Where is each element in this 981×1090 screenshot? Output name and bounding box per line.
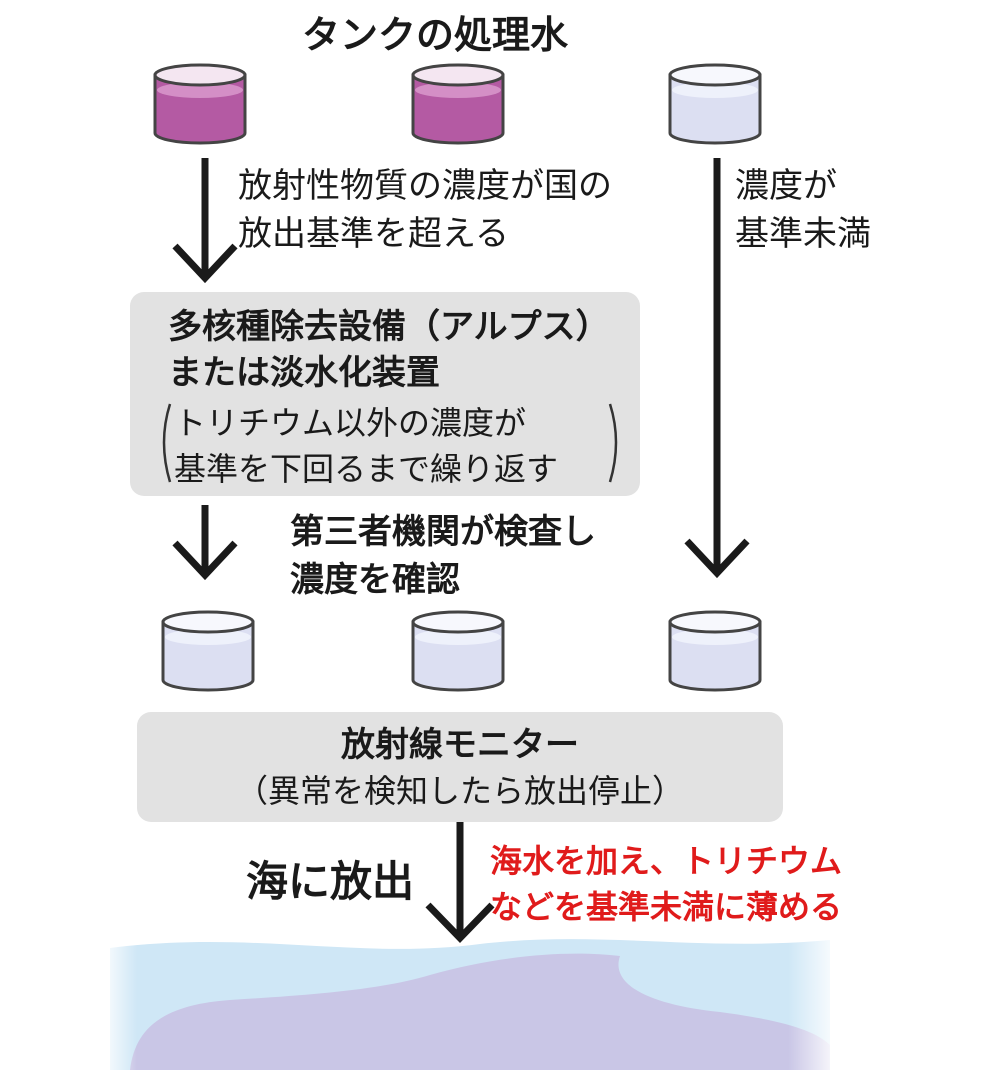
inspection-line-2: 濃度を確認 — [290, 560, 460, 600]
tank-bottom-2 — [411, 610, 505, 692]
alps-paren-brackets — [162, 403, 618, 483]
note-below-line-1: 濃度が — [735, 166, 837, 206]
inspection-note: 第三者機関が検査し 濃度を確認 — [290, 508, 596, 604]
sea — [100, 925, 840, 1075]
alps-heading: 多核種除去設備（アルプス） または淡水化装置 — [168, 304, 610, 396]
arrow-to-inspection — [172, 505, 238, 581]
alps-heading-line-1: 多核種除去設備（アルプス） — [168, 307, 610, 347]
note-exceeds-line-1: 放射性物質の濃度が国の — [238, 166, 612, 206]
monitor-paren-text: （異常を検知したら放出停止） — [235, 772, 684, 810]
dilution-line-1: 海水を加え、トリチウム — [490, 842, 843, 880]
alps-box: 多核種除去設備（アルプス） または淡水化装置 トリチウム以外の濃度が 基準を下回… — [130, 292, 640, 496]
tank-bottom-3 — [668, 610, 762, 692]
monitor-heading: 放射線モニター — [341, 725, 579, 765]
tank-bottom-1 — [161, 610, 255, 692]
alps-heading-line-2: または淡水化装置 — [168, 353, 440, 393]
alps-paren-line-2: 基準を下回るまで繰り返す — [174, 450, 559, 488]
note-exceeds-standard: 放射性物質の濃度が国の 放出基準を超える — [238, 162, 612, 258]
arrow-to-sea — [425, 820, 495, 944]
note-below-line-2: 基準未満 — [735, 214, 871, 254]
tank-top-1 — [153, 63, 247, 145]
radiation-monitor-box: 放射線モニター （異常を検知したら放出停止） — [137, 712, 783, 822]
alps-paren-line-1: トリチウム以外の濃度が — [174, 404, 527, 442]
dilution-note: 海水を加え、トリチウム などを基準未満に薄める — [490, 838, 842, 930]
release-to-sea-label: 海に放出 — [246, 857, 415, 906]
note-below-standard: 濃度が 基準未満 — [735, 162, 871, 258]
tank-top-3 — [668, 63, 762, 145]
inspection-line-1: 第三者機関が検査し — [290, 512, 596, 552]
note-exceeds-line-2: 放出基準を超える — [238, 214, 509, 254]
arrow-below-standard — [684, 158, 750, 579]
arrow-to-alps — [172, 158, 238, 284]
dilution-line-2: などを基準未満に薄める — [490, 888, 843, 926]
alps-paren-text: トリチウム以外の濃度が 基準を下回るまで繰り返す — [174, 400, 558, 492]
tank-top-2 — [411, 63, 505, 145]
diagram-title: タンクの処理水 — [301, 13, 568, 57]
